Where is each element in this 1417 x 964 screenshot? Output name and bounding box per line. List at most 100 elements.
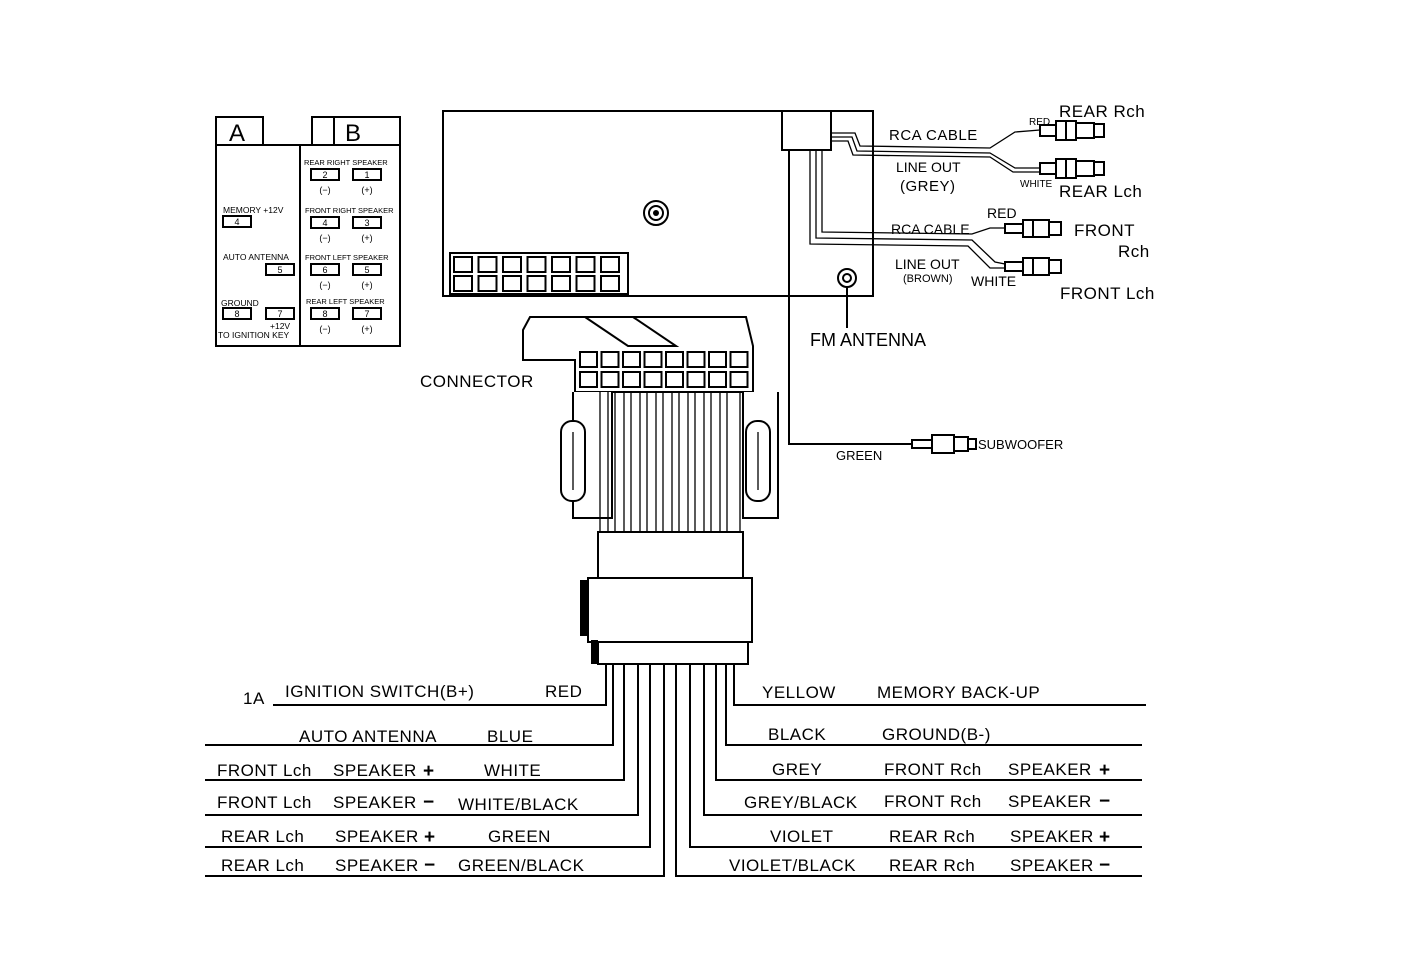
wire-front-right-minus: GREY/BLACK FRONT Rch SPEAKER − bbox=[744, 791, 1110, 812]
wire-sign: − bbox=[423, 792, 434, 813]
harness-connector: CONNECTOR bbox=[420, 316, 779, 665]
socket-pin bbox=[477, 256, 498, 273]
socket-pin bbox=[477, 275, 498, 292]
wire-rear-left-minus: REAR Lch SPEAKER − GREEN/BLACK bbox=[221, 855, 585, 876]
rear-left-label: REAR Lch bbox=[1059, 182, 1142, 201]
wire-function: SPEAKER bbox=[335, 827, 419, 846]
wire-side: REAR Lch bbox=[221, 827, 304, 846]
minus-symbol: (−) bbox=[319, 185, 330, 195]
wire-color: GREEN/BLACK bbox=[458, 856, 585, 875]
socket-pin bbox=[575, 275, 596, 292]
fm-antenna-label: FM ANTENNA bbox=[810, 330, 926, 350]
plus-symbol: (+) bbox=[361, 233, 372, 243]
wire-list-left: 1A IGNITION SWITCH(B+) RED AUTO ANTENNA … bbox=[217, 682, 585, 876]
wire-sign: + bbox=[1099, 760, 1110, 781]
rca-plug-icon bbox=[1004, 257, 1062, 276]
rear-right-label: REAR Rch bbox=[1059, 102, 1145, 121]
rca-front-cable: RCA CABLE LINE OUT (BROWN) RED WHITE FRO… bbox=[809, 150, 1154, 303]
wire-sign: + bbox=[423, 761, 434, 782]
head-unit: FM ANTENNA bbox=[442, 110, 926, 350]
wire-sign: + bbox=[424, 827, 435, 848]
wire-ignition-switch: 1A IGNITION SWITCH(B+) RED bbox=[243, 682, 582, 708]
wire-rear-right-minus: VIOLET/BLACK REAR Rch SPEAKER − bbox=[729, 855, 1110, 876]
wire-ground: BLACK GROUND(B-) bbox=[768, 725, 990, 744]
rear-red-label: RED bbox=[1029, 117, 1050, 128]
ignition-pin: 7 bbox=[277, 309, 282, 319]
wire-front-left-plus: FRONT Lch SPEAKER + WHITE bbox=[217, 761, 541, 782]
wire-function: AUTO ANTENNA bbox=[299, 727, 437, 746]
wire-color: BLACK bbox=[768, 725, 826, 744]
subwoofer-label: SUBWOOFER bbox=[978, 437, 1063, 452]
wire-side: REAR Rch bbox=[889, 856, 975, 875]
speaker-minus-pin: 8 bbox=[322, 309, 327, 319]
wire-color: GREY bbox=[772, 760, 822, 779]
wire-lead bbox=[703, 664, 1142, 816]
plus-symbol: (+) bbox=[361, 185, 372, 195]
connector-pin bbox=[622, 371, 641, 388]
wire-sign: + bbox=[1099, 827, 1110, 848]
socket-pin bbox=[551, 275, 571, 292]
wire-side: REAR Lch bbox=[221, 856, 304, 875]
wire-prefix: 1A bbox=[243, 689, 265, 708]
wire-function: MEMORY BACK-UP bbox=[877, 683, 1040, 702]
wire-list-right: YELLOW MEMORY BACK-UP BLACK GROUND(B-) G… bbox=[729, 683, 1110, 876]
section-a-label: A bbox=[229, 120, 245, 147]
socket-pin bbox=[575, 256, 596, 273]
minus-symbol: (−) bbox=[319, 280, 330, 290]
rear-white-label: WHITE bbox=[1020, 179, 1053, 190]
wire-function: SPEAKER bbox=[1008, 792, 1092, 811]
memory-pin: 4 bbox=[234, 217, 239, 227]
wire-color: YELLOW bbox=[762, 683, 836, 702]
speaker-pin-rear-left: REAR LEFT SPEAKER 8 7 (−) (+) bbox=[306, 297, 385, 334]
speaker-minus-pin: 4 bbox=[322, 218, 327, 228]
connector-pin bbox=[708, 351, 727, 368]
wire-front-left-minus: FRONT Lch SPEAKER − WHITE/BLACK bbox=[217, 792, 579, 814]
connector-pin bbox=[686, 371, 706, 388]
connector-pin bbox=[600, 351, 620, 368]
speaker-pin-label: REAR LEFT SPEAKER bbox=[306, 297, 385, 306]
wire-auto-antenna: AUTO ANTENNA BLUE bbox=[299, 727, 533, 746]
wire-rear-right-plus: VIOLET REAR Rch SPEAKER + bbox=[770, 827, 1110, 848]
wire-side: FRONT Lch bbox=[217, 793, 312, 812]
connector-pin bbox=[643, 351, 663, 368]
speaker-pin-rear-right: REAR RIGHT SPEAKER 2 1 (−) (+) bbox=[304, 158, 388, 195]
socket-pin bbox=[453, 256, 473, 273]
connector-pin bbox=[686, 351, 706, 368]
connector-pin bbox=[579, 351, 598, 368]
connector-pin bbox=[579, 371, 598, 388]
connector-label: CONNECTOR bbox=[420, 372, 534, 391]
iso-connector-block: A B MEMORY +12V 4 AUTO ANTENNA 5 GROUND … bbox=[215, 116, 401, 347]
wire-function: IGNITION SWITCH(B+) bbox=[285, 682, 474, 701]
speaker-plus-pin: 5 bbox=[364, 265, 369, 275]
wire-rear-left-plus: REAR Lch SPEAKER + GREEN bbox=[221, 827, 550, 848]
minus-symbol: (−) bbox=[319, 233, 330, 243]
speaker-plus-pin: 1 bbox=[364, 170, 369, 180]
wire-color: WHITE bbox=[484, 761, 541, 780]
wire-color: BLUE bbox=[487, 727, 533, 746]
socket-pin bbox=[502, 275, 522, 292]
wire-color: WHITE/BLACK bbox=[458, 795, 579, 814]
ignition-voltage: +12V bbox=[270, 321, 290, 331]
socket-pin bbox=[526, 256, 547, 273]
rear-line-out-color: (GREY) bbox=[900, 178, 956, 195]
wire-side: FRONT Rch bbox=[884, 760, 982, 779]
connector-pin bbox=[729, 351, 749, 368]
wire-leads bbox=[205, 664, 1146, 877]
wire-color: GREY/BLACK bbox=[744, 793, 858, 812]
auto-antenna-pin-label: AUTO ANTENNA bbox=[223, 252, 289, 262]
connector-pin bbox=[600, 371, 620, 388]
rear-rca-cable-label: RCA CABLE bbox=[889, 127, 978, 144]
wire-function: SPEAKER bbox=[333, 793, 417, 812]
wire-side: FRONT Rch bbox=[884, 792, 982, 811]
wire-function: SPEAKER bbox=[1010, 856, 1094, 875]
socket-pin bbox=[453, 275, 473, 292]
connector-pin bbox=[729, 371, 749, 388]
front-right-label-line2: Rch bbox=[1118, 242, 1150, 261]
ground-label: GROUND bbox=[221, 298, 259, 308]
rca-plug-icon bbox=[911, 434, 977, 454]
speaker-plus-pin: 3 bbox=[364, 218, 369, 228]
rca-plug-icon bbox=[1039, 158, 1105, 179]
connector-pin bbox=[622, 351, 641, 368]
wire-function: SPEAKER bbox=[1008, 760, 1092, 779]
wire-lead bbox=[675, 664, 1142, 877]
